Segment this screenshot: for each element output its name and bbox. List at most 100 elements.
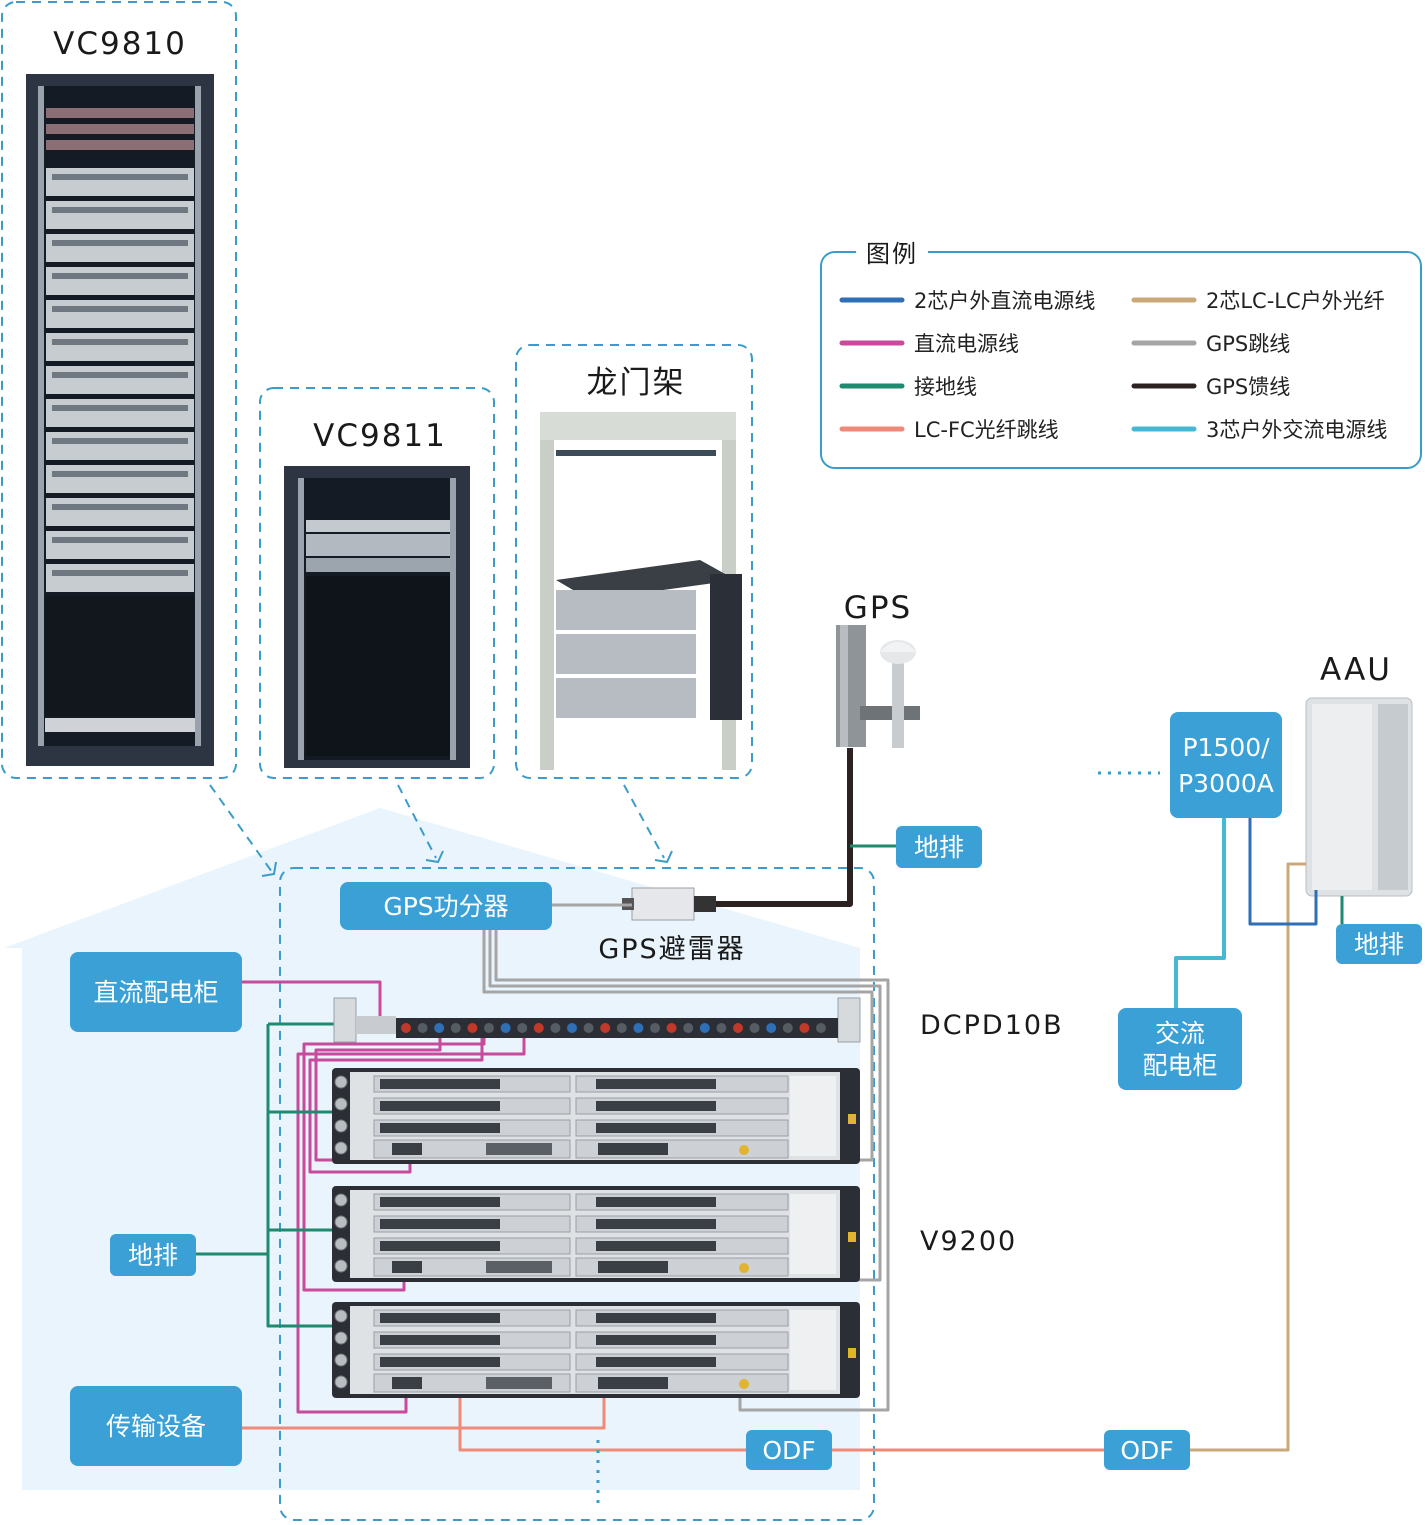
rack-unit-ports xyxy=(52,537,188,543)
dc-port xyxy=(467,1023,478,1033)
rack-unit xyxy=(46,300,194,328)
dc-port xyxy=(417,1023,428,1033)
bbu-chassis-icon xyxy=(332,1068,860,1164)
dc-port xyxy=(583,1023,594,1033)
ground-bar-left-text: 地排 xyxy=(128,1241,178,1270)
legend-item: 2芯LC-LC户外光纤 xyxy=(1131,289,1385,313)
dc-port xyxy=(699,1023,710,1033)
legend-item: GPS馈线 xyxy=(1131,375,1290,399)
rack-unit-ports xyxy=(52,372,188,378)
gps-title: GPS xyxy=(844,590,912,626)
legend-label: GPS跳线 xyxy=(1206,332,1290,356)
ac-cabinet-line1: 交流 xyxy=(1155,1019,1205,1048)
dc-port xyxy=(782,1023,793,1033)
rack-unit xyxy=(46,432,194,460)
dc-port xyxy=(450,1023,461,1033)
dc-cabinet-label: 直流配电柜 xyxy=(70,952,242,1032)
rack-unit-ports xyxy=(52,207,188,213)
dc-port xyxy=(500,1023,511,1033)
legend-item: 3芯户外交流电源线 xyxy=(1131,418,1387,442)
rack-unit xyxy=(46,399,194,427)
dc-port xyxy=(633,1023,644,1033)
v9200-title: V9200 xyxy=(920,1226,1017,1257)
rack-unit xyxy=(46,366,194,394)
ground-bar-aau-label: 地排 xyxy=(1336,924,1422,964)
gps-antenna-icon xyxy=(836,625,920,748)
rack-unit xyxy=(46,564,194,592)
dc-port xyxy=(434,1023,445,1033)
dc-port xyxy=(716,1023,727,1033)
odf-right-label: ODF xyxy=(1104,1430,1190,1470)
rack-unit xyxy=(46,498,194,526)
transmission-text: 传输设备 xyxy=(106,1412,206,1441)
legend-label: 接地线 xyxy=(914,375,977,399)
gps-arrester-icon xyxy=(622,887,716,921)
dc-port xyxy=(401,1023,411,1033)
legend-item: LC-FC光纤跳线 xyxy=(839,418,1059,442)
rack-unit xyxy=(46,531,194,559)
dc-cabinet-text: 直流配电柜 xyxy=(93,978,218,1007)
legend-label: 3芯户外交流电源线 xyxy=(1206,418,1387,442)
legend-label: GPS馈线 xyxy=(1206,375,1290,399)
aau-unit-icon xyxy=(1305,697,1413,897)
dc-port xyxy=(766,1023,777,1033)
dc-port xyxy=(550,1023,561,1033)
gps-splitter-text: GPS功分器 xyxy=(383,892,508,921)
odf-left-label: ODF xyxy=(746,1430,832,1470)
dc-port xyxy=(733,1023,743,1033)
dc-port xyxy=(484,1023,494,1033)
legend-title: 图例 xyxy=(866,240,918,268)
rack-unit-ports xyxy=(52,306,188,312)
arrow-heads xyxy=(261,850,673,877)
rack-unit xyxy=(46,333,194,361)
rack-unit-ports xyxy=(52,570,188,576)
legend-item: GPS跳线 xyxy=(1131,332,1290,356)
legend-item: 直流电源线 xyxy=(839,332,1019,356)
rack-unit-ports xyxy=(52,471,188,477)
rack-unit xyxy=(46,234,194,262)
dc-port xyxy=(799,1023,810,1033)
ac-cabinet-label: 交流 配电柜 xyxy=(1118,1008,1242,1090)
ground-bar-left-label: 地排 xyxy=(110,1234,196,1276)
ac-cabinet-line2: 配电柜 xyxy=(1142,1051,1217,1080)
rack-unit-ports xyxy=(52,504,188,510)
dc-port xyxy=(650,1023,660,1033)
rack-cabinet-icon xyxy=(26,74,214,766)
legend-label: 2芯户外直流电源线 xyxy=(914,289,1095,313)
vc9810-title: VC9810 xyxy=(53,26,187,62)
gantry-title: 龙门架 xyxy=(587,365,686,401)
dc-port xyxy=(517,1023,528,1033)
aau-title: AAU xyxy=(1320,652,1392,688)
dc-port xyxy=(816,1023,826,1033)
rack-unit-ports xyxy=(52,339,188,345)
dc-port xyxy=(749,1023,760,1033)
legend-label: LC-FC光纤跳线 xyxy=(914,418,1059,442)
dc-port xyxy=(616,1023,627,1033)
rack-unit xyxy=(46,465,194,493)
rack-unit xyxy=(46,267,194,295)
vc9811-frame xyxy=(259,387,495,779)
power-unit-line2: P3000A xyxy=(1178,769,1274,798)
rack-unit-ports xyxy=(52,273,188,279)
ground-bar-aau-text: 地排 xyxy=(1354,930,1404,959)
rack-unit-ports xyxy=(52,405,188,411)
ground-bar-gps-label: 地排 xyxy=(896,826,982,868)
dc-distribution-unit-icon xyxy=(333,997,861,1043)
gantry-frame xyxy=(515,344,753,779)
rack-unit xyxy=(46,201,194,229)
gps-splitter-label: GPS功分器 xyxy=(340,882,552,930)
vc9810-frame xyxy=(1,1,237,779)
rack-unit xyxy=(46,124,194,134)
dc-port xyxy=(567,1023,577,1033)
dc-port xyxy=(683,1023,694,1033)
power-unit-line1: P1500/ xyxy=(1182,733,1270,762)
legend-label: 2芯LC-LC户外光纤 xyxy=(1206,289,1385,313)
gps-arrester-title: GPS避雷器 xyxy=(598,934,745,965)
legend-item: 2芯户外直流电源线 xyxy=(839,289,1095,313)
dc-port xyxy=(600,1023,611,1033)
rack-unit xyxy=(46,140,194,150)
rack-cabinet-icon xyxy=(284,466,470,768)
rack-unit-ports xyxy=(52,174,188,180)
bbu-chassis-icon xyxy=(332,1186,860,1282)
